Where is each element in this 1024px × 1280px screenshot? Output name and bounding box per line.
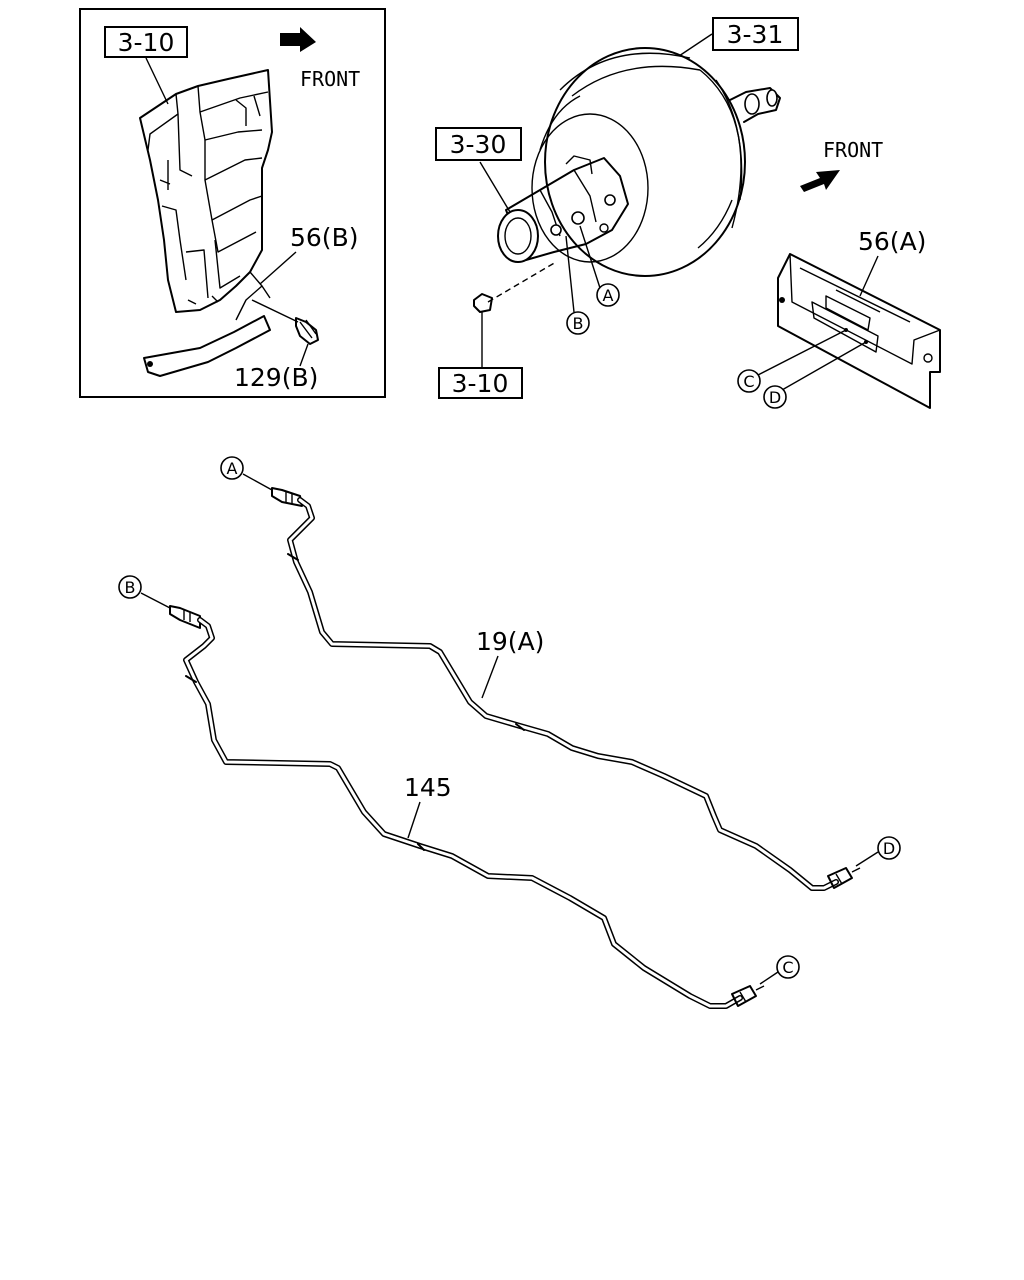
bracket-marker-c-text: C [743, 372, 754, 391]
bracket-leader-56a [859, 255, 879, 297]
booster-marker-b-text: B [573, 314, 584, 333]
lower-stay-drawing [143, 271, 271, 377]
bracket-marker-d [763, 385, 787, 409]
booster-marker-a-text: A [603, 286, 614, 305]
inset-panel: 3-10 FRONT [79, 8, 386, 398]
bolt-129b-icon [251, 299, 319, 345]
bracket-56a: 56(A) C D [737, 227, 941, 409]
inset-callout-56b: 56(B) [290, 223, 358, 252]
bracket-marker-d-leader [781, 341, 867, 391]
pipe-19a-marker-d-text: D [883, 839, 895, 858]
nut-dashed-leader [487, 261, 557, 303]
bracket-drawing [777, 253, 941, 409]
pipe-145-marker-b [118, 575, 142, 599]
pipe-19a-marker-a-text: A [227, 459, 238, 478]
inset-leader-56b [259, 251, 297, 285]
inset-callout-129b: 129(B) [234, 363, 318, 392]
booster-ref-box [712, 17, 799, 51]
bracket-marker-c-leader [755, 329, 847, 377]
booster-ref-label: 3-31 [727, 20, 784, 49]
inset-front-label: FRONT [300, 67, 360, 91]
booster-marker-b-leader [565, 235, 575, 313]
booster-marker-b [566, 311, 590, 335]
pipe-145-marker-c-text: C [782, 958, 793, 977]
inset-leader-129b [299, 343, 309, 367]
nut-ref-label: 3-10 [452, 369, 509, 398]
booster-ref-leader [675, 33, 713, 59]
bracket-marker-c [737, 369, 761, 393]
booster-marker-a-leader [579, 225, 601, 289]
pipe-145-leader [407, 801, 421, 839]
clevis-icon [729, 87, 781, 123]
bracket-marker-d-text: D [769, 388, 781, 407]
pipe-145-flare-nut-icon [169, 605, 201, 629]
brake-booster-assembly: 3-31 [435, 17, 883, 399]
pipe-19a-leader [481, 655, 499, 699]
pipe-19a: A D 19(A) [220, 456, 901, 891]
front-arrow-icon [280, 27, 316, 52]
pipe-145-marker-b-text: B [125, 578, 136, 597]
booster-drawing [531, 47, 746, 277]
pedal-bracket-drawing [139, 69, 273, 313]
inset-frame [79, 8, 386, 398]
master-ref-leader [479, 161, 511, 213]
pipe-19a-end-nut-icon [827, 867, 861, 889]
pipe-19a-marker-a [220, 456, 244, 480]
booster-marker-a [596, 283, 620, 307]
pipe-19a-tube [287, 497, 839, 891]
booster-front-label: FRONT [823, 138, 883, 162]
master-cylinder-drawing [497, 155, 629, 263]
inset-ref-leader [145, 57, 169, 105]
pipe-19a-flare-nut-icon [271, 487, 303, 507]
pipe-19a-label: 19(A) [476, 627, 544, 656]
pipe-145: B C 145 [118, 575, 800, 1009]
inset-ref-label: 3-10 [118, 28, 175, 57]
master-ref-label: 3-30 [450, 130, 507, 159]
nut-ref-box [438, 367, 523, 399]
pipe-145-marker-c [776, 955, 800, 979]
booster-front-arrow-icon [800, 170, 840, 192]
pipe-145-tube [183, 617, 743, 1009]
nut-icon [473, 293, 493, 313]
pipe-145-label: 145 [404, 773, 452, 802]
bracket-callout-56a: 56(A) [858, 227, 926, 256]
inset-ref-box [104, 26, 188, 58]
pipe-145-end-nut-icon [731, 985, 765, 1007]
master-ref-box [435, 127, 522, 161]
pipe-19a-marker-d [877, 836, 901, 860]
